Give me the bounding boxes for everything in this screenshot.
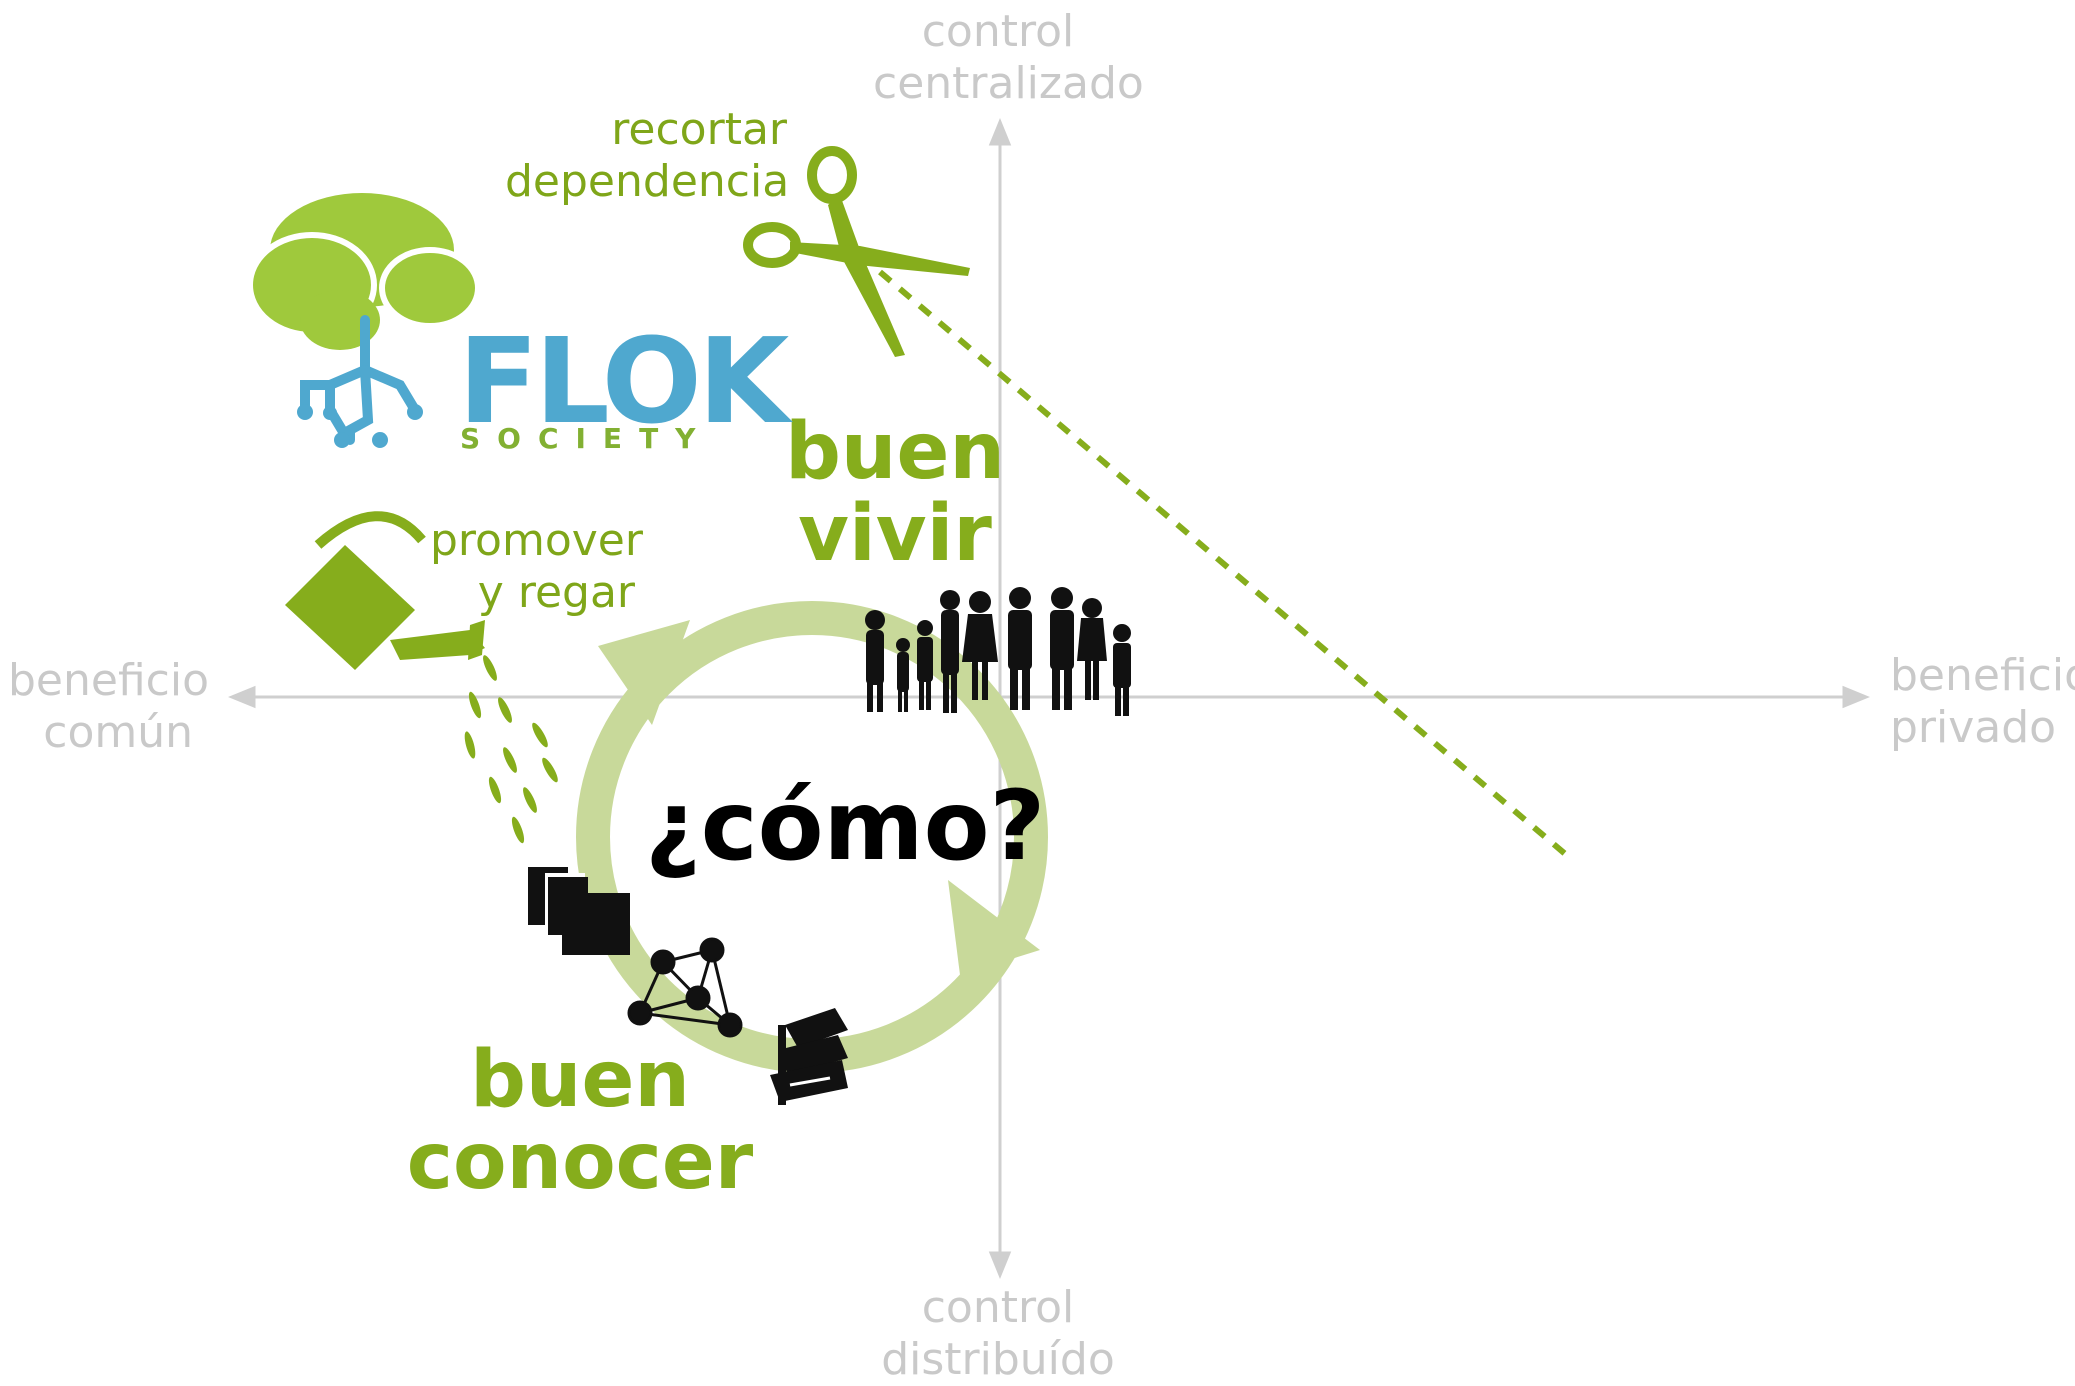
axis-label-bottom-line2: distribuído <box>881 1333 1115 1385</box>
center-question: ¿cómo? <box>645 770 1046 882</box>
axis-label-top-line1: control <box>921 6 1075 57</box>
cut-label-line2: dependencia <box>505 155 790 207</box>
buen-conocer-line2: conocer <box>406 1116 754 1207</box>
water-label-line1: promover <box>430 515 643 566</box>
buen-vivir-line1: buen <box>785 407 1005 497</box>
logo-tagline: SOCIETY <box>460 422 713 455</box>
axis-label-right-line1: beneficio <box>1890 650 2075 701</box>
scissors-icon <box>743 146 970 357</box>
cut-dependency-label: recortar dependencia <box>505 104 790 208</box>
water-label-line2: y regar <box>477 566 635 618</box>
buen-conocer-label: buen conocer <box>405 1035 755 1207</box>
cut-label-line1: recortar <box>611 104 787 155</box>
tree-logo-icon <box>247 193 481 448</box>
dashed-cut-line <box>878 269 1572 861</box>
axis-label-bottom: control distribuído <box>873 1282 1123 1386</box>
logo-name: FLOK <box>458 312 789 450</box>
network-graph-icon <box>627 937 743 1038</box>
buen-vivir-line2: vivir <box>798 488 992 579</box>
axis-label-left: beneficio común <box>8 655 210 759</box>
book-stack-icon <box>770 1008 848 1105</box>
document-stack-icon <box>528 867 630 955</box>
axis-label-right-line2: privado <box>1890 701 2057 753</box>
promote-water-label: promover y regar <box>430 515 643 619</box>
buen-conocer-line1: buen <box>470 1035 690 1125</box>
axis-label-right: beneficio privado <box>1890 650 2075 754</box>
watering-can-icon <box>285 511 558 844</box>
axis-label-left-line2: común <box>43 706 193 758</box>
axis-label-left-line1: beneficio <box>8 655 210 706</box>
people-silhouettes-icon <box>865 587 1131 716</box>
axis-label-top-line2: centralizado <box>873 57 1144 109</box>
axis-label-bottom-line1: control <box>921 1282 1075 1333</box>
axis-label-top: control centralizado <box>873 6 1144 110</box>
buen-vivir-label: buen vivir <box>770 407 1020 579</box>
